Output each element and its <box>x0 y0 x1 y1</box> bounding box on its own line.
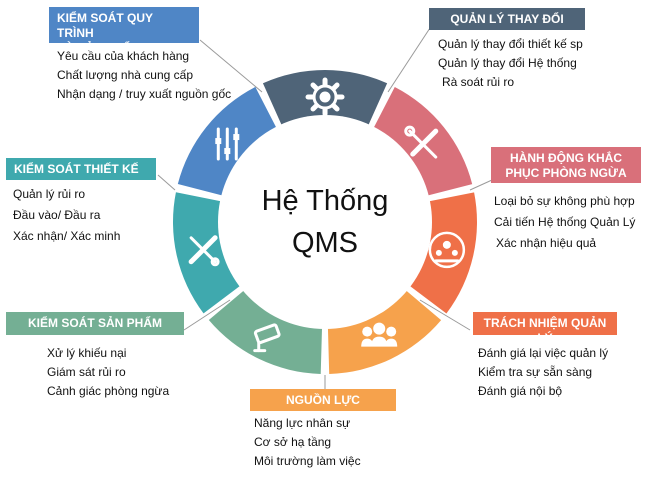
header-nguon-luc: NGUỒN LỰC <box>250 389 396 411</box>
connector-line <box>419 299 471 331</box>
connector-line <box>387 27 431 93</box>
segment-icons <box>188 77 466 353</box>
header-quan-ly-thay-doi: QUẢN LÝ THAY ĐỔI <box>429 8 585 30</box>
connector-line <box>199 39 263 93</box>
connector-line <box>183 299 231 331</box>
list-item: Yêu cầu của khách hàng <box>57 49 190 63</box>
list-item: Xác nhận/ Xác minh <box>13 229 121 243</box>
list-item: Quản lý thay đổi Hệ thống <box>438 56 577 70</box>
list-kiem-soat-quy-trinh: Yêu cầu của khách hàng Chất lượng nhà cu… <box>57 47 231 104</box>
header-kiem-soat-thiet-ke: KIỂM SOÁT THIẾT KẾ <box>6 158 156 180</box>
connector-line <box>469 179 493 191</box>
list-kiem-soat-thiet-ke: Quản lý rủi ro Đầu vào/ Đầu ra Xác nhận/… <box>13 184 120 247</box>
center-circle <box>218 115 432 329</box>
header-hanh-dong-khac-phuc: HÀNH ĐỘNG KHẮC PHỤC PHÒNG NGỪA <box>491 147 641 183</box>
list-quan-ly-thay-doi: Quản lý thay đổi thiết kế sp Quản lý tha… <box>438 35 583 92</box>
list-item: Chất lượng nhà cung cấp <box>57 68 193 82</box>
list-item: Cơ sở hạ tầng <box>254 435 332 449</box>
list-item: Môi trường làm việc <box>254 454 361 468</box>
connector-line <box>157 174 176 191</box>
list-hanh-dong-khac-phuc: Loại bỏ sự không phù hợp Cải tiến Hệ thố… <box>494 191 635 254</box>
list-item: Rà soát rủi ro <box>442 75 515 89</box>
list-trach-nhiem-quan-ly: Đánh giá lại việc quản lý Kiểm tra sự sẵ… <box>478 344 608 401</box>
list-item: Nhận dạng / truy xuất nguồn gốc <box>57 87 232 101</box>
list-item: Loại bỏ sự không phù hợp <box>494 194 635 208</box>
list-item: Quản lý thay đổi thiết kế sp <box>438 37 583 51</box>
list-item: Giám sát rủi ro <box>47 365 126 379</box>
list-kiem-soat-san-pham: Xử lý khiếu nại Giám sát rủi ro Cảnh giá… <box>47 344 169 401</box>
list-item: Quản lý rủi ro <box>13 187 86 201</box>
segment-kiem-soat-thiet-ke <box>173 192 247 314</box>
list-nguon-luc: Năng lực nhân sự Cơ sở hạ tầng Môi trườn… <box>254 414 361 471</box>
pencil-wrench-icon <box>188 235 220 267</box>
list-item: Năng lực nhân sự <box>254 416 351 430</box>
list-item: Cải tiến Hệ thống Quản Lý <box>494 215 636 229</box>
list-item: Đầu vào/ Đầu ra <box>13 208 101 222</box>
segment-kiem-soat-quy-trinh <box>177 86 281 198</box>
header-trach-nhiem-quan-ly: TRÁCH NHIỆM QUẢN LÝ <box>473 312 617 345</box>
camera-icon <box>253 323 281 353</box>
list-item: Đánh giá nội bộ <box>478 384 563 398</box>
list-item: Xử lý khiếu nại <box>47 346 127 360</box>
gear-icon <box>305 77 345 117</box>
center-title-line2: QMS <box>291 227 359 259</box>
list-item: Kiểm tra sự sẵn sàng <box>478 365 593 379</box>
people-group-icon <box>361 322 398 347</box>
tools-icon <box>404 125 439 159</box>
center-title-line1: Hệ Thống <box>261 185 389 217</box>
header-kiem-soat-san-pham: KIỂM SOÁT SẢN PHẨM <box>6 312 184 335</box>
header-kiem-soat-quy-trinh: KIỂM SOÁT QUY TRÌNH VÀ SẢN PHẨM <box>49 7 199 55</box>
list-item: Đánh giá lại việc quản lý <box>478 346 609 360</box>
sliders-icon <box>215 127 240 161</box>
center-title: Hệ Thống QMS <box>220 180 430 264</box>
list-item: Xác nhận hiệu quả <box>496 236 597 250</box>
connector-lines <box>157 27 493 390</box>
team-cycle-icon <box>428 231 466 269</box>
list-item: Cảnh giác phòng ngừa <box>47 384 170 398</box>
